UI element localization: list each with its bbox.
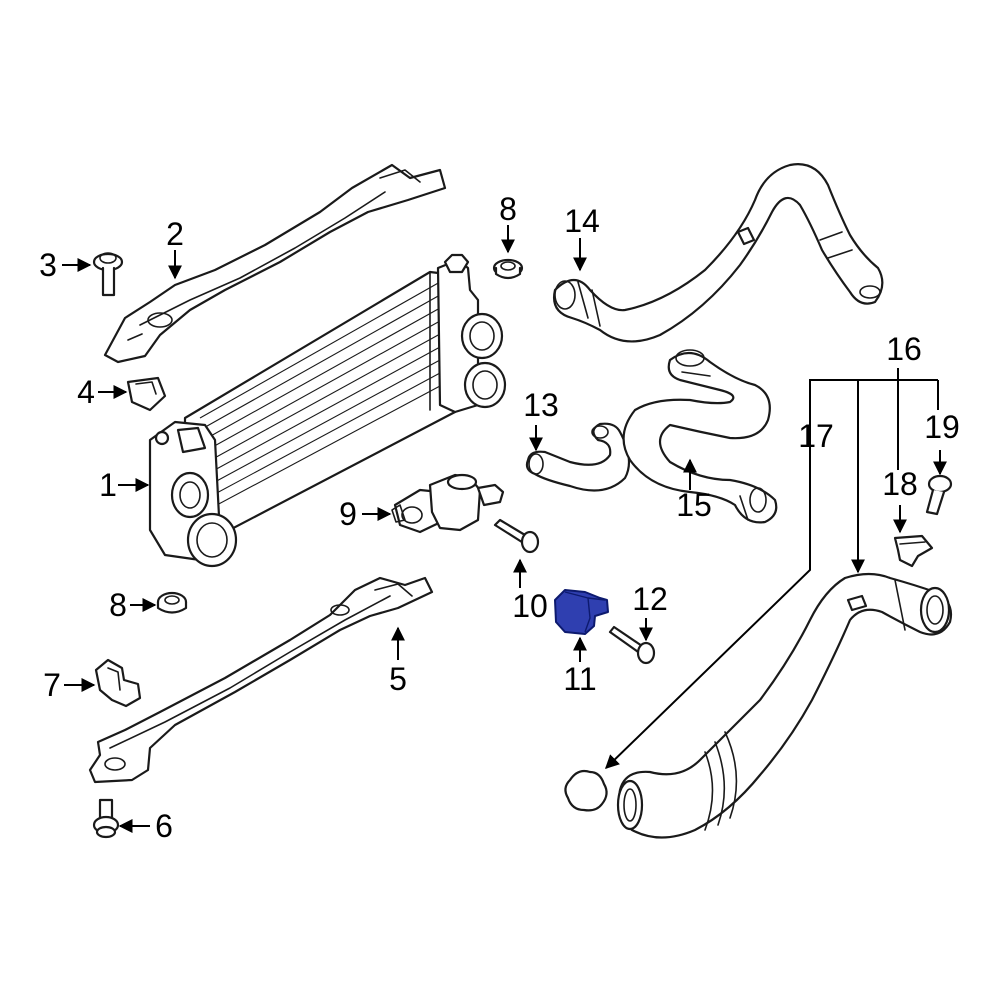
callout-15: 15 — [676, 487, 712, 523]
bolt-part-12 — [608, 625, 656, 665]
clip-part-4 — [126, 376, 167, 412]
grommet-part-8-upper — [492, 258, 524, 280]
bolt-part-6 — [92, 798, 120, 839]
callout-13: 13 — [523, 387, 559, 423]
bolt-part-3 — [92, 252, 124, 297]
lower-bracket-part — [88, 576, 434, 784]
callout-10: 10 — [512, 588, 548, 624]
callout-14: 14 — [564, 203, 600, 239]
callout-9: 9 — [339, 496, 357, 532]
callout-6: 6 — [155, 808, 173, 844]
callout-12: 12 — [632, 581, 668, 617]
o-ring-part — [564, 769, 608, 812]
callout-11: 11 — [563, 661, 596, 697]
grommet-part-8-lower — [156, 591, 188, 614]
callout-2: 2 — [166, 216, 184, 252]
bolt-part-19 — [925, 474, 953, 516]
clip-part-18 — [893, 534, 934, 568]
intercooler-part — [148, 253, 507, 568]
small-hose-part-13 — [525, 422, 631, 492]
callout-1: 1 — [99, 467, 117, 503]
callout-8-upper: 8 — [499, 191, 517, 227]
callout-8-lower: 8 — [109, 587, 127, 623]
callout-labels: 1 2 3 4 5 6 7 8 8 9 10 11 12 13 14 15 16… — [39, 191, 960, 844]
bolt-part-10 — [493, 518, 540, 554]
valve-part-9 — [391, 473, 505, 534]
lower-hose-part-17 — [616, 572, 953, 839]
upper-bracket-part — [103, 163, 447, 364]
callout-7: 7 — [43, 667, 61, 703]
middle-hose-part-15 — [622, 349, 778, 524]
callout-18: 18 — [882, 466, 918, 502]
highlighted-part-11 — [554, 589, 609, 635]
callout-4: 4 — [77, 374, 95, 410]
callout-3: 3 — [39, 247, 57, 283]
callout-17: 17 — [798, 418, 834, 454]
callout-19: 19 — [924, 409, 960, 445]
leader-lines — [62, 225, 947, 833]
callout-5: 5 — [389, 661, 407, 697]
upper-hose-part-14 — [553, 163, 884, 343]
clip-part-7 — [94, 658, 142, 708]
callout-16: 16 — [886, 331, 922, 367]
